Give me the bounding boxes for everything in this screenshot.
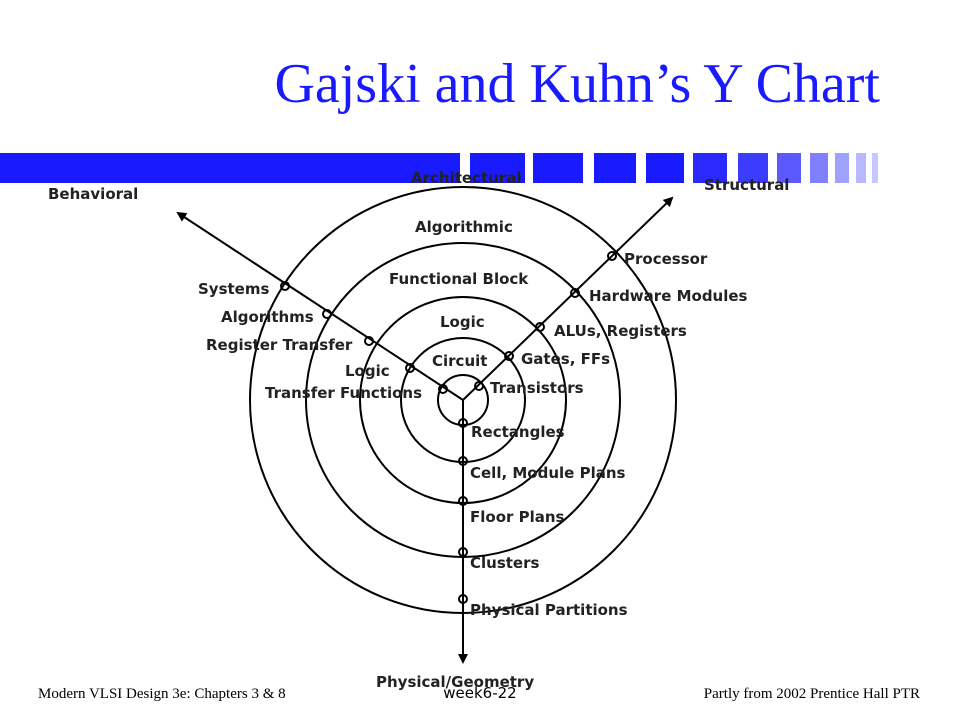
physical-node [458,496,468,506]
behavioral-item: Transfer Functions [265,384,422,402]
behavioral-item: Systems [198,280,269,298]
structural-node [504,351,514,361]
structural-item: Hardware Modules [589,287,748,305]
behavioral-axis [176,211,464,401]
bar-segment [646,153,684,183]
structural-axis [462,196,674,401]
bar-segment [0,153,460,183]
bar-segment [856,153,866,183]
bar-segment [738,153,768,183]
physical-axis-label: Physical/Geometry [376,673,534,691]
behavioral-node [280,281,290,291]
structural-item: Processor [624,250,708,268]
level-label: Logic [440,313,485,331]
behavioral-item: Register Transfer [206,336,353,354]
slide-title: Gajski and Kuhn’s Y Chart [274,53,880,115]
bar-segment [872,153,878,183]
structural-item: Transistors [490,379,584,397]
bar-segment [470,153,525,183]
bar-segment [693,153,727,183]
structural-node [474,381,484,391]
bar-segment [533,153,583,183]
physical-item: Physical Partitions [470,601,628,619]
behavioral-node [322,309,332,319]
physical-node [458,456,468,466]
structural-axis-label: Structural [704,176,789,194]
structural-item: ALUs, Registers [554,322,687,340]
behavioral-node [364,336,374,346]
bar-segment [835,153,849,183]
behavioral-item: Logic [345,362,390,380]
level-label: Algorithmic [415,218,513,236]
physical-item: Floor Plans [470,508,565,526]
level-label: Architectural [411,169,521,187]
physical-item: Rectangles [471,423,565,441]
level-label: Circuit [432,352,487,370]
physical-node [458,547,468,557]
physical-node [458,418,468,428]
footer-left: Modern VLSI Design 3e: Chapters 3 & 8 [38,686,286,702]
structural-item: Gates, FFs [521,350,610,368]
physical-item: Clusters [470,554,539,572]
structural-node [535,322,545,332]
footer-center: week6-22 [443,684,517,702]
behavioral-node [438,384,448,394]
physical-item: Cell, Module Plans [470,464,626,482]
bar-segment [594,153,636,183]
behavioral-node [405,363,415,373]
behavioral-axis-label: Behavioral [48,185,138,203]
physical-node [458,594,468,604]
behavioral-item: Algorithms [221,308,314,326]
structural-node [607,251,617,261]
structural-node [570,288,580,298]
bar-segment [810,153,828,183]
bar-segment [777,153,801,183]
footer-right: Partly from 2002 Prentice Hall PTR [703,686,920,702]
level-label: Functional Block [389,270,529,288]
